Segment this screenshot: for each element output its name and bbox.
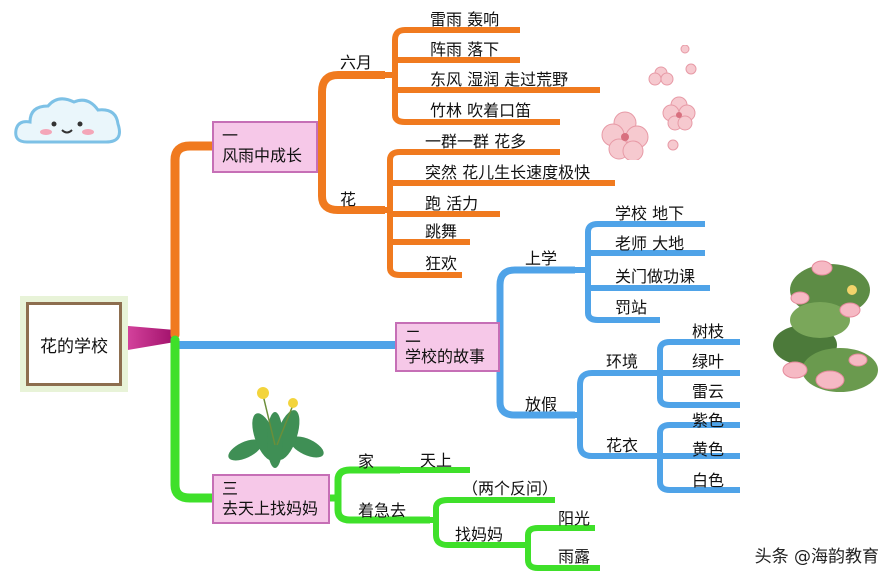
subgroup-find-mom: 找妈妈 <box>455 525 504 544</box>
green-trunk <box>170 335 217 503</box>
leaf-node: 学校 地下 <box>615 204 685 223</box>
leaf-node: 黄色 <box>692 440 725 459</box>
leaf-node: 跑 活力 <box>425 194 479 213</box>
find-mom-fan <box>520 525 600 571</box>
group-vacation: 放假 <box>525 395 558 414</box>
blue-fork <box>496 266 575 419</box>
blue-trunk <box>171 340 395 349</box>
leaf-node: 老师 大地 <box>615 234 685 253</box>
lotus-icon <box>773 260 878 392</box>
leaf-node: 天上 <box>420 451 453 470</box>
leaf-node: 罚站 <box>615 298 648 317</box>
leaf-node: 一群一群 花多 <box>425 132 527 151</box>
branch-2-number: 二 <box>405 327 422 346</box>
branch-3-title: 去天上找妈妈 <box>222 499 319 518</box>
branch-1-number: 一 <box>222 126 239 145</box>
branch-2-box: 二 学校的故事 <box>395 322 500 372</box>
june-fan <box>385 27 600 125</box>
group-school: 上学 <box>525 249 558 268</box>
leaf-node: 阵雨 落下 <box>430 40 500 59</box>
cherry-blossom-icon <box>601 45 697 160</box>
subgroup-clothes: 花衣 <box>606 436 639 455</box>
leaf-node: 阳光 <box>558 509 591 528</box>
leaf-node: 白色 <box>692 471 725 490</box>
leaf-node: 树枝 <box>692 322 725 341</box>
subgroup-environment: 环境 <box>606 352 639 371</box>
orange-trunk <box>170 141 217 340</box>
leaf-node: 紫色 <box>692 411 725 430</box>
leaf-node: 关门做功课 <box>615 267 696 286</box>
hurry-fork <box>430 497 555 548</box>
vacation-fork <box>575 370 650 459</box>
root-title: 花的学校 <box>40 336 108 357</box>
group-hurry: 着急去 <box>358 501 407 520</box>
orange-fork <box>318 71 385 214</box>
leaf-node: 东风 湿润 走过荒野 <box>430 70 569 89</box>
leaf-node: 绿叶 <box>692 352 725 371</box>
note-two-questions: （两个反问） <box>462 479 559 498</box>
leaf-node: 跳舞 <box>425 222 458 241</box>
branch-1-title: 风雨中成长 <box>222 146 303 165</box>
leaf-node: 竹林 吹着口笛 <box>430 101 532 120</box>
leaf-node: 狂欢 <box>425 254 458 273</box>
leaf-node: 雷雨 轰响 <box>430 10 500 29</box>
watermark: 头条 @海韵教育 <box>754 547 879 567</box>
leaf-node: 雨露 <box>558 547 591 566</box>
group-june: 六月 <box>340 53 373 72</box>
plant-icon <box>228 387 324 468</box>
environment-fan <box>650 339 740 408</box>
branch-1-box: 一 风雨中成长 <box>212 121 318 173</box>
branch-2-title: 学校的故事 <box>405 347 486 366</box>
leaf-node: 雷云 <box>692 382 725 401</box>
green-fork <box>330 466 430 524</box>
root-connector <box>116 325 175 352</box>
cloud-icon <box>14 97 121 144</box>
leaf-node: 突然 花儿生长速度极快 <box>425 163 591 182</box>
group-flower: 花 <box>340 190 357 209</box>
group-home: 家 <box>358 452 375 471</box>
school-fan <box>575 221 710 323</box>
flower-fan <box>385 149 615 278</box>
root-node: 花的学校 <box>26 302 122 386</box>
clothes-fan <box>650 422 740 493</box>
branch-3-box: 三 去天上找妈妈 <box>212 474 330 524</box>
branch-3-number: 三 <box>222 479 239 498</box>
